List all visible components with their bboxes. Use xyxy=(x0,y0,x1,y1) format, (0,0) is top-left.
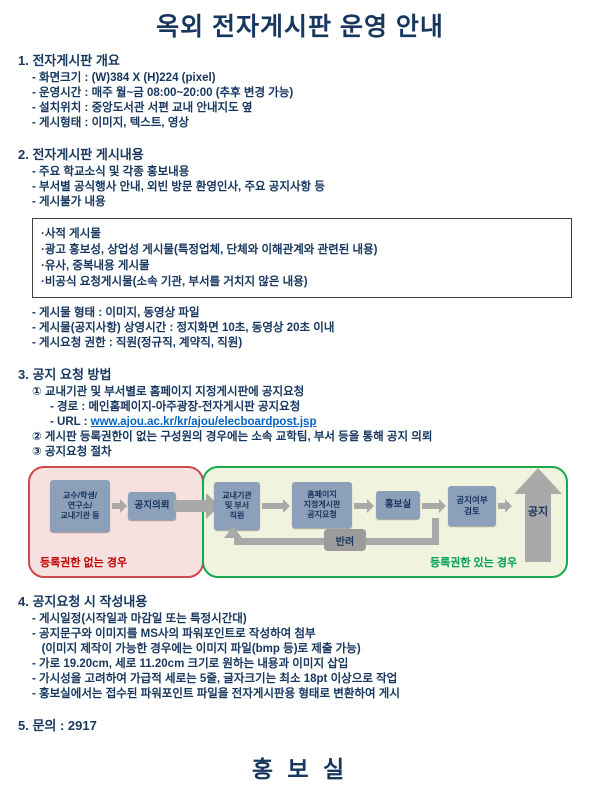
section-content: 2. 전자게시판 게시내용 - 주요 학교소식 및 각종 홍보내용 - 부서별 … xyxy=(18,146,582,351)
prohibited-item: ·비공식 요청게시물(소속 기관, 부서를 거치지 않은 내용) xyxy=(41,276,308,288)
flow-arrow xyxy=(262,499,290,513)
no-permission-label: 등록권한 없는 경우 xyxy=(40,557,128,569)
request-url-line: - URL : www.ajou.ac.kr/kr/ajou/elecboard… xyxy=(32,415,582,430)
section-writing: 4. 공지요청 시 작성내용 - 게시일정(시작일과 마감일 또는 특정시간대)… xyxy=(18,593,582,702)
permission-label: 등록권한 있는 경우 xyxy=(430,557,518,569)
board-post-url-link[interactable]: www.ajou.ac.kr/kr/ajou/elecboardpost.jsp xyxy=(90,416,317,428)
page-title: 옥외 전자게시판 운영 안내 xyxy=(156,13,444,41)
flow-box-pr-office: 홍보실 xyxy=(376,491,420,519)
notice-up-arrow: 공지 xyxy=(514,468,562,562)
flow-arrow xyxy=(422,499,446,513)
section-overview-heading: 1. 전자게시판 개요 xyxy=(18,53,120,68)
footer-pr-office: 홍 보 실 xyxy=(251,756,349,782)
content-item: - 게시요청 권한 : 직원(정규직, 계약직, 직원) xyxy=(32,337,243,349)
writing-item: - 가로 19.20cm, 세로 11.20cm 크기로 원하는 내용과 이미지… xyxy=(32,658,349,670)
flow-box-review: 공지여부 검토 xyxy=(448,486,496,526)
flow-arrow xyxy=(112,499,127,513)
prohibited-item: ·사적 게시물 xyxy=(41,228,101,240)
section-overview: 1. 전자게시판 개요 - 화면크기 : (W)384 X (H)224 (pi… xyxy=(18,52,582,131)
up-arrow-head xyxy=(514,468,562,494)
prohibited-item: ·유사, 중복내용 게시물 xyxy=(41,260,150,272)
request-step-1: ① 교내기관 및 부서별로 홈페이지 지정게시판에 공지요청 xyxy=(32,386,305,398)
overview-item: - 설치위치 : 중앙도서관 서편 교내 안내지도 옆 xyxy=(32,102,253,114)
permission-zone xyxy=(202,466,568,578)
section-request: 3. 공지 요청 방법 ① 교내기관 및 부서별로 홈페이지 지정게시판에 공지… xyxy=(18,366,582,578)
flow-arrow xyxy=(498,499,512,513)
request-url-label: - URL : xyxy=(50,416,91,428)
content-item: - 게시물 형태 : 이미지, 동영상 파일 xyxy=(32,307,200,319)
content-item: - 게시물(공지사항) 상영시간 : 정지화면 10초, 동영상 20초 이내 xyxy=(32,322,335,334)
section-request-heading: 3. 공지 요청 방법 xyxy=(18,367,112,382)
writing-item: (이미지 제작이 가능한 경우에는 이미지 파일(bmp 등)로 제출 가능) xyxy=(32,643,361,655)
document-page: 옥외 전자게시판 운영 안내 1. 전자게시판 개요 - 화면크기 : (W)3… xyxy=(18,13,582,782)
overview-item: - 화면크기 : (W)384 X (H)224 (pixel) xyxy=(32,72,216,84)
content-item: - 부서별 공식행사 안내, 외빈 방문 환영인사, 주요 공지사항 등 xyxy=(32,181,325,193)
return-path-stub xyxy=(432,518,439,545)
section-contact: 5. 문의 : 2917 xyxy=(18,717,582,734)
flow-box-board-request: 홈페이지 지정게시판 공지요청 xyxy=(292,482,352,528)
flow-box-staff: 교내기관 및 부서 직원 xyxy=(214,482,260,530)
flow-arrow xyxy=(354,499,374,513)
overview-item: - 게시형태 : 이미지, 텍스트, 영상 xyxy=(32,117,189,129)
content-item: - 주요 학교소식 및 각종 홍보내용 xyxy=(32,166,190,178)
content-item: - 게시불가 내용 xyxy=(32,196,106,208)
request-path: - 경로 : 메인홈페이지-아주광장-전자게시판 공지요청 xyxy=(50,401,301,413)
prohibited-item: ·광고 홍보성, 상업성 게시물(특정업체, 단체와 이해관계와 관련된 내용) xyxy=(41,244,378,256)
flow-box-request: 공지의뢰 xyxy=(128,492,176,520)
flow-box-requester: 교수/학생/ 연구소/ 교내기관 등 xyxy=(50,480,110,532)
prohibited-content-box: ·사적 게시물 ·광고 홍보성, 상업성 게시물(특정업체, 단체와 이해관계와… xyxy=(32,218,572,298)
overview-item: - 운영시간 : 매주 월~금 08:00~20:00 (추후 변경 가능) xyxy=(32,87,294,99)
flow-box-reject: 반려 xyxy=(324,529,366,551)
request-step-3: ③ 공지요청 절차 xyxy=(32,446,112,458)
writing-item: - 가시성을 고려하여 가급적 세로는 5줄, 글자크기는 최소 18pt 이상… xyxy=(32,673,398,685)
up-arrow-shaft: 공지 xyxy=(525,494,551,562)
section-content-heading: 2. 전자게시판 게시내용 xyxy=(18,147,144,162)
writing-item: - 홍보실에서는 접수된 파워포인트 파일을 전자게시판용 형태로 변환하여 게… xyxy=(32,688,400,700)
section-contact-heading: 5. 문의 : 2917 xyxy=(18,718,97,733)
writing-item: - 게시일정(시작일과 마감일 또는 특정시간대) xyxy=(32,613,247,625)
section-writing-heading: 4. 공지요청 시 작성내용 xyxy=(18,594,148,609)
notice-label: 공지 xyxy=(527,506,549,518)
request-step-2: ② 게시판 등록권한이 없는 구성원의 경우에는 소속 교학팀, 부서 등을 통… xyxy=(32,431,433,443)
return-arrowhead xyxy=(224,526,242,538)
notice-request-flow-diagram: 교수/학생/ 연구소/ 교내기관 등 공지의뢰 교내기관 및 부서 직원 홈페이… xyxy=(28,466,568,578)
writing-item: - 공지문구와 이미지를 MS사의 파워포인트로 작성하여 첨부 xyxy=(32,628,316,640)
